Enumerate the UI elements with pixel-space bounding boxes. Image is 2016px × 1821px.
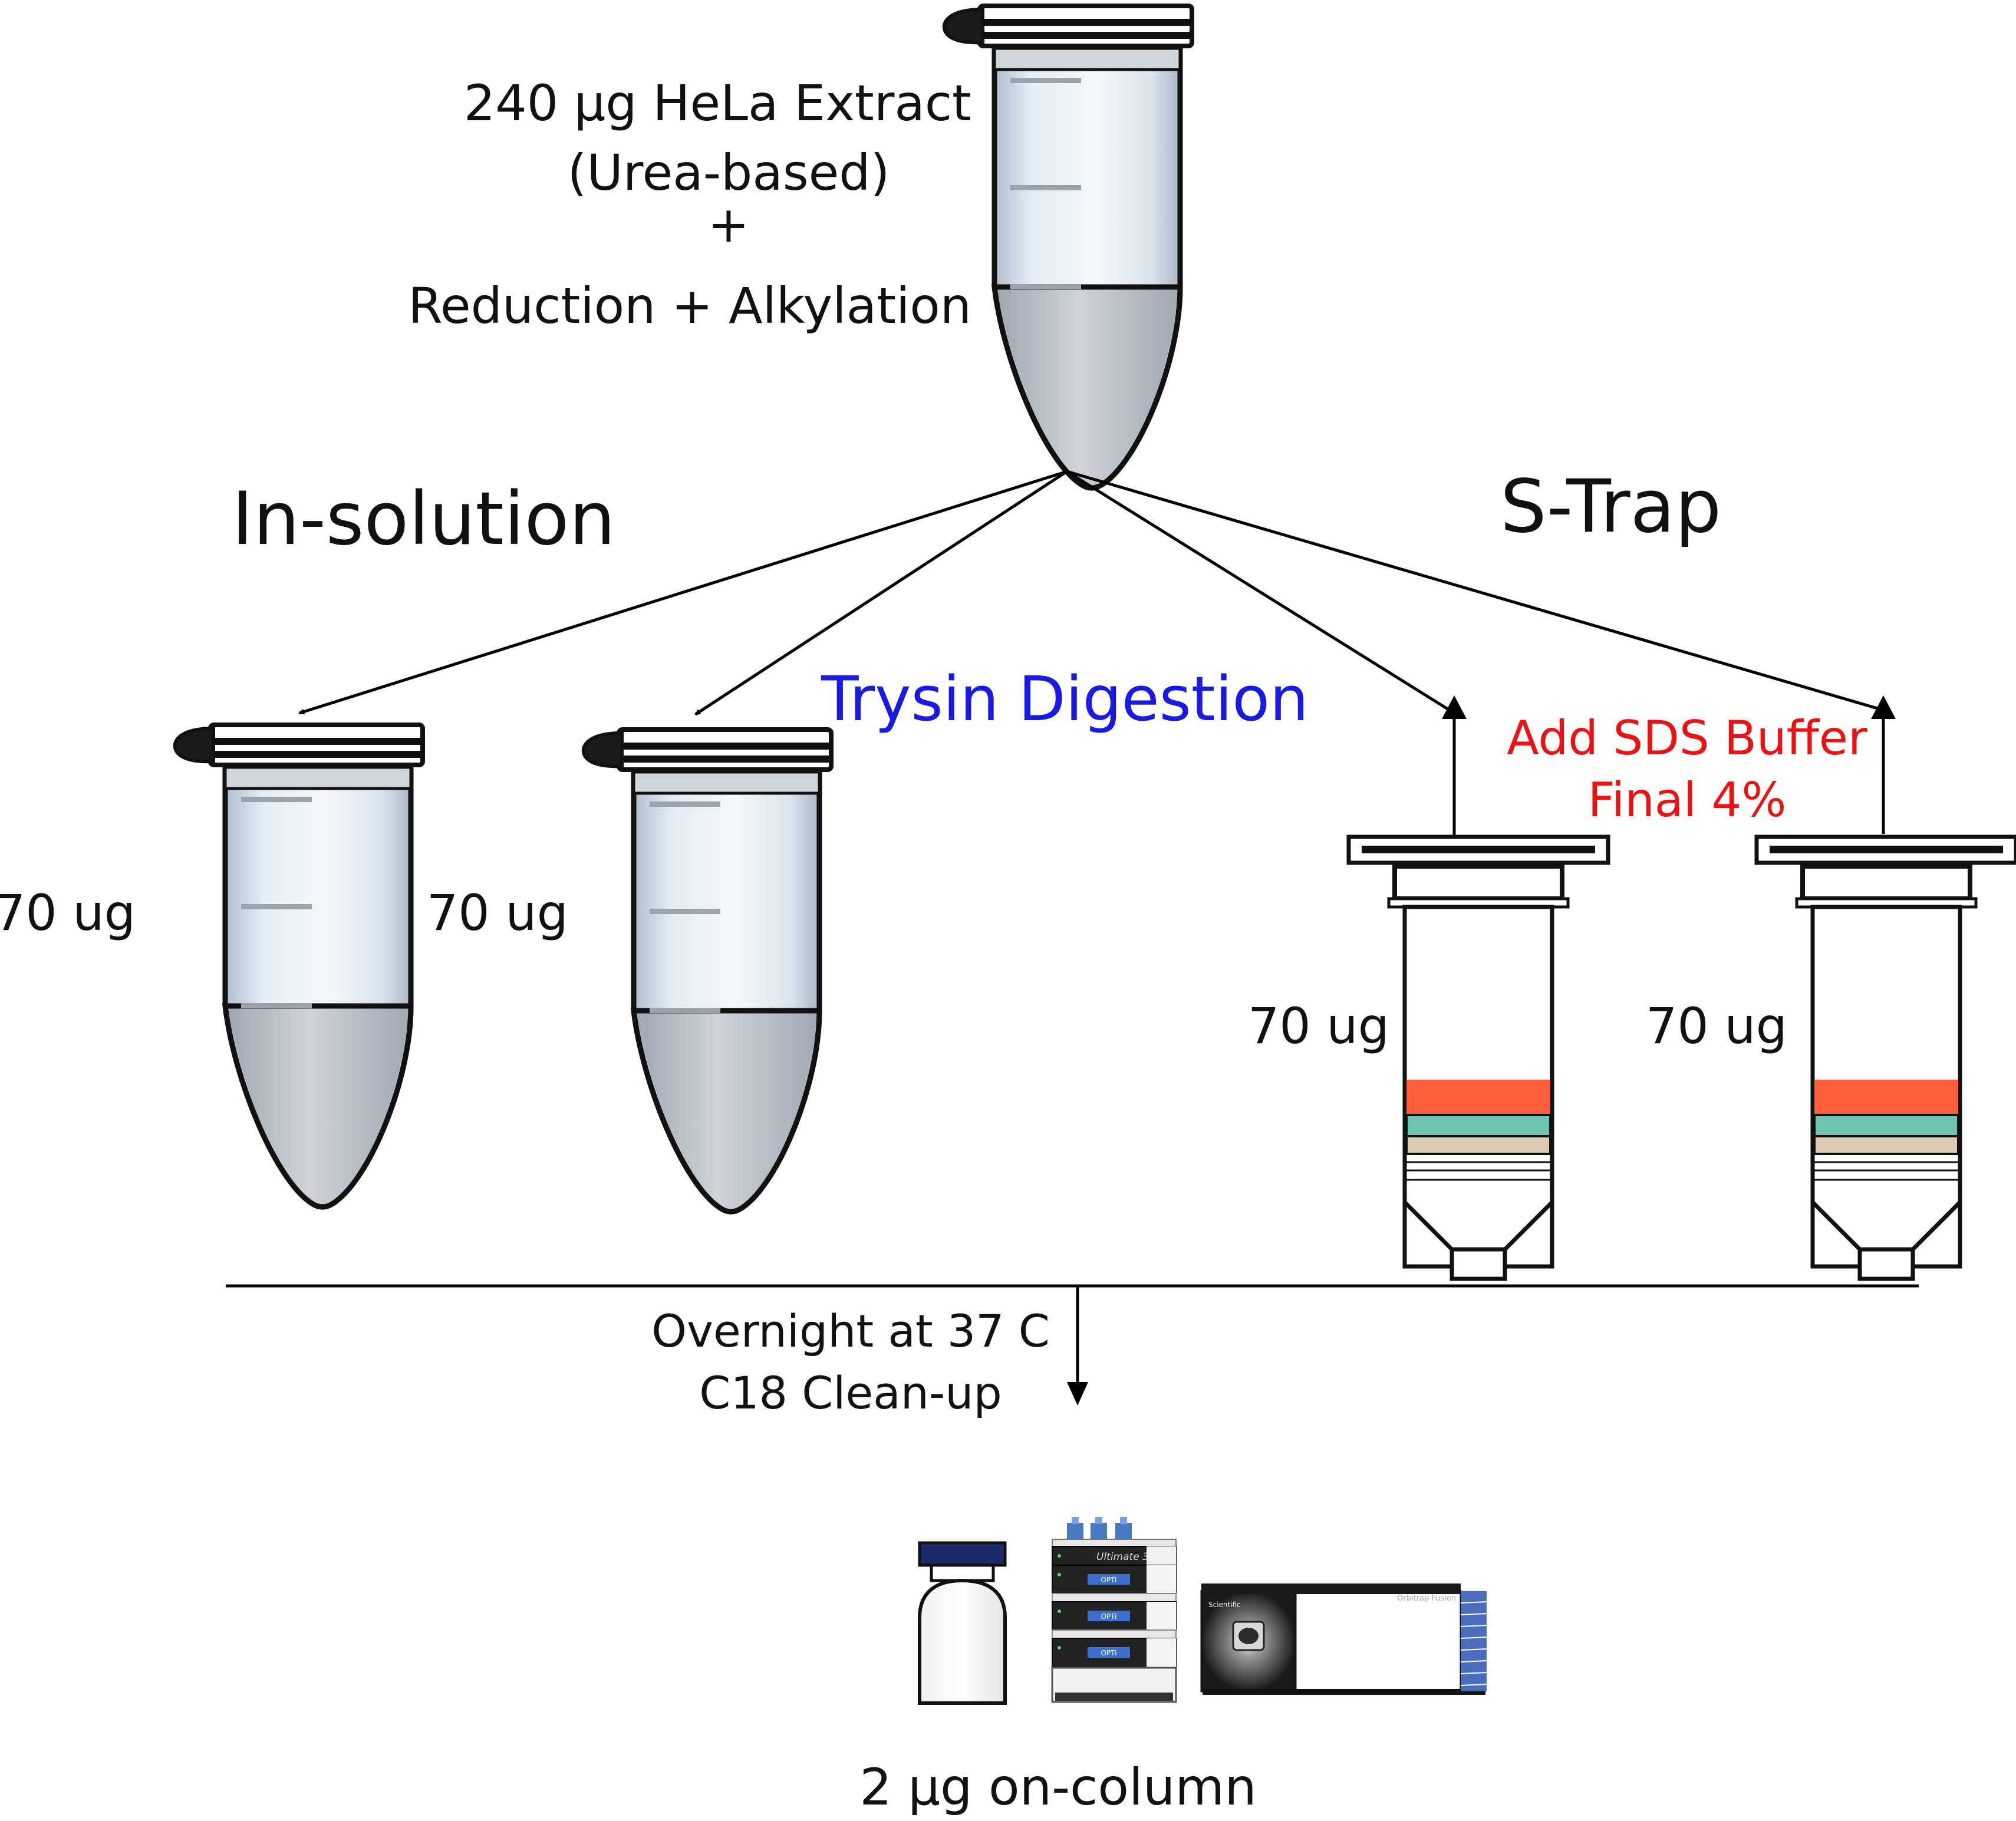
top-label-line2: (Urea-based) <box>568 144 890 202</box>
in-solution-title: In-solution <box>232 477 615 562</box>
footer-label: 2 µg on-column <box>859 1758 1256 1817</box>
svg-text:Orbitrap Fusion: Orbitrap Fusion <box>1397 1594 1456 1603</box>
top-label-line3: + <box>708 196 749 253</box>
arrowhead-strap-1 <box>1442 695 1467 719</box>
svg-text:OPTi: OPTi <box>1101 1649 1117 1657</box>
in-solution-amount-1: 70 ug <box>0 884 136 942</box>
digestion-label: Trysin Digestion <box>821 663 1309 735</box>
s-trap-column-1 <box>1349 837 1608 1279</box>
s-trap-title: S-Trap <box>1500 464 1721 549</box>
s-trap-amount-2: 70 ug <box>1646 997 1787 1055</box>
s-trap-amount-1: 70 ug <box>1248 997 1389 1055</box>
cleanup-label: C18 Clean-up <box>699 1367 1002 1419</box>
arrowhead-strap-2 <box>1871 695 1896 719</box>
in-solution-tube-2 <box>584 730 831 1212</box>
top-label-line4: Reduction + Alkylation <box>408 277 971 335</box>
arrow-to-tube-1 <box>298 470 1068 715</box>
overnight-label: Overnight at 37 C <box>651 1305 1050 1357</box>
in-solution-amount-2: 70 ug <box>427 884 568 942</box>
arrow-to-tube-2 <box>694 470 1068 716</box>
sds-buffer-line2: Final 4% <box>1588 773 1787 827</box>
connector-strap-1 <box>1066 470 1456 836</box>
sample-vial <box>918 1541 1007 1705</box>
svg-text:OPTi: OPTi <box>1101 1612 1117 1621</box>
in-solution-tube-1 <box>175 725 423 1207</box>
top-label-line1: 240 µg HeLa Extract <box>464 74 971 132</box>
source-tube <box>944 6 1192 488</box>
s-trap-column-2 <box>1757 837 2016 1279</box>
mass-spectrometer: Scientific Orbitrap Fusion <box>1200 1584 1487 1695</box>
sds-buffer-line1: Add SDS Buffer <box>1507 711 1867 766</box>
svg-text:OPTi: OPTi <box>1101 1576 1117 1584</box>
lc-system: Ultimate 3000 OPTi OPTi OPTi <box>1051 1517 1177 1703</box>
svg-text:Scientific: Scientific <box>1208 1601 1241 1609</box>
merge-arrowhead <box>1067 1382 1088 1406</box>
